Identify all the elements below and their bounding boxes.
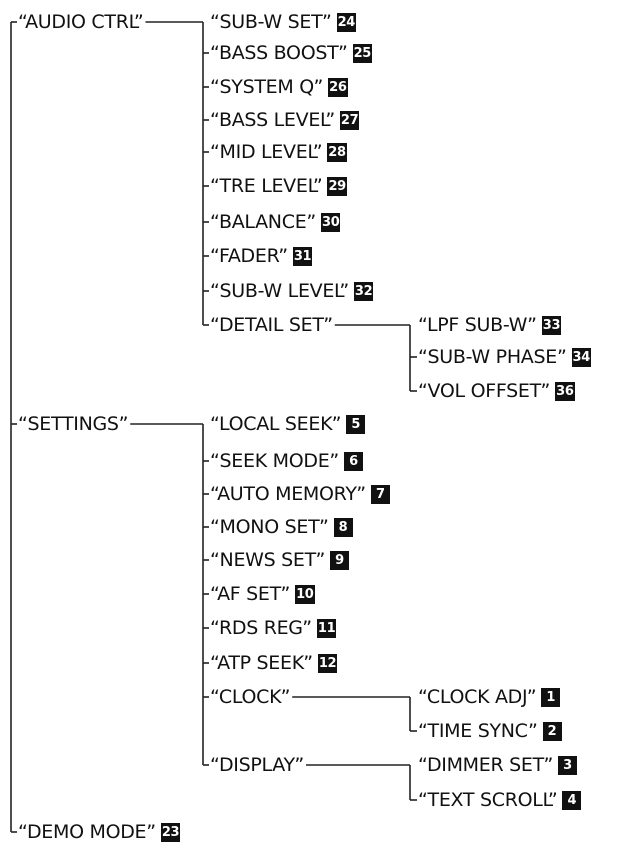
menu-item-label: “LOCAL SEEK” [210,413,342,435]
sub-submenu-item: “SUB-W PHASE”34 [418,346,592,368]
menu-item-label: “AUDIO CTRL” [18,11,144,33]
submenu-item: “DETAIL SET” [210,314,333,336]
menu-item-label: “MID LEVEL” [210,141,323,163]
submenu-item: “BASS LEVEL”27 [210,109,360,131]
page-number-badge: 6 [343,451,363,471]
page-number-badge: 23 [160,822,181,842]
top-level-item: “AUDIO CTRL” [18,11,144,33]
submenu-item: “SUB-W LEVEL”32 [210,280,374,302]
page-number-badge: 30 [320,212,341,232]
page-number-badge: 2 [542,721,562,741]
submenu-item: “FADER”31 [210,245,313,267]
menu-item-label: “LPF SUB-W” [418,314,537,336]
submenu-item: “DISPLAY” [210,754,304,776]
menu-item-label: “VOL OFFSET” [418,380,551,402]
page-number-badge: 4 [562,790,582,810]
menu-item-label: “TIME SYNC” [418,720,538,742]
sub-submenu-item: “CLOCK ADJ”1 [418,686,561,708]
sub-submenu-item: “VOL OFFSET”36 [418,380,575,402]
menu-item-label: “AF SET” [210,583,291,605]
submenu-item: “BASS BOOST”25 [210,42,373,64]
page-number-badge: 25 [352,43,373,63]
page-number-badge: 5 [346,414,366,434]
page-number-badge: 24 [336,12,357,32]
submenu-item: “SYSTEM Q”26 [210,76,348,98]
page-number-badge: 34 [571,347,592,367]
menu-item-label: “CLOCK ADJ” [418,686,537,708]
sub-submenu-item: “TEXT SCROLL”4 [418,789,582,811]
submenu-item: “SUB-W SET”24 [210,11,357,33]
menu-item-label: “SUB-W PHASE” [418,346,567,368]
page-number-badge: 36 [555,381,575,401]
page-number-badge: 9 [330,550,350,570]
page-number-badge: 8 [333,517,353,537]
menu-item-label: “SYSTEM Q” [210,76,324,98]
menu-item-label: “SEEK MODE” [210,450,339,472]
page-number-badge: 12 [317,653,338,673]
submenu-item: “NEWS SET”9 [210,549,350,571]
menu-item-label: “ATP SEEK” [210,652,313,674]
menu-item-label: “DEMO MODE” [18,821,156,843]
page-number-badge: 27 [339,110,360,130]
submenu-item: “RDS REG”11 [210,617,337,639]
page-number-badge: 3 [558,755,578,775]
submenu-item: “SEEK MODE”6 [210,450,363,472]
menu-item-label: “DETAIL SET” [210,314,333,336]
menu-item-label: “MONO SET” [210,516,329,538]
submenu-item: “MID LEVEL”28 [210,141,347,163]
menu-item-label: “SUB-W LEVEL” [210,280,349,302]
page-number-badge: 29 [327,176,347,196]
menu-item-label: “DIMMER SET” [418,754,554,776]
submenu-item: “AF SET”10 [210,583,315,605]
sub-submenu-item: “LPF SUB-W”33 [418,314,562,336]
page-number-badge: 28 [327,142,347,162]
page-number-badge: 26 [328,77,348,97]
menu-item-label: “BASS BOOST” [210,42,348,64]
menu-item-label: “BASS LEVEL” [210,109,335,131]
sub-submenu-item: “DIMMER SET”3 [418,754,578,776]
menu-item-label: “RDS REG” [210,617,312,639]
menu-item-label: “FADER” [210,245,288,267]
submenu-item: “ATP SEEK”12 [210,652,338,674]
submenu-item: “LOCAL SEEK”5 [210,413,366,435]
menu-item-label: “AUTO MEMORY” [210,483,366,505]
submenu-item: “CLOCK” [210,686,290,708]
sub-submenu-item: “TIME SYNC”2 [418,720,562,742]
menu-item-label: “CLOCK” [210,686,291,708]
menu-item-label: “SUB-W SET” [210,11,332,33]
menu-item-label: “SETTINGS” [18,413,129,435]
submenu-item: “MONO SET”8 [210,516,353,538]
menu-item-label: “TRE LEVEL” [210,175,323,197]
submenu-item: “BALANCE”30 [210,211,341,233]
menu-item-label: “TEXT SCROLL” [418,789,558,811]
page-number-badge: 1 [541,687,561,707]
page-number-badge: 10 [295,584,315,604]
submenu-item: “TRE LEVEL”29 [210,175,347,197]
top-level-item: “SETTINGS” [18,413,129,435]
page-number-badge: 32 [353,281,374,301]
menu-item-label: “BALANCE” [210,211,316,233]
page-number-badge: 7 [370,484,390,504]
submenu-item: “AUTO MEMORY”7 [210,483,390,505]
menu-item-label: “DISPLAY” [210,754,304,776]
page-number-badge: 33 [541,315,562,335]
page-number-badge: 11 [316,618,337,638]
top-level-item: “DEMO MODE”23 [18,821,181,843]
menu-item-label: “NEWS SET” [210,549,326,571]
page-number-badge: 31 [292,246,313,266]
